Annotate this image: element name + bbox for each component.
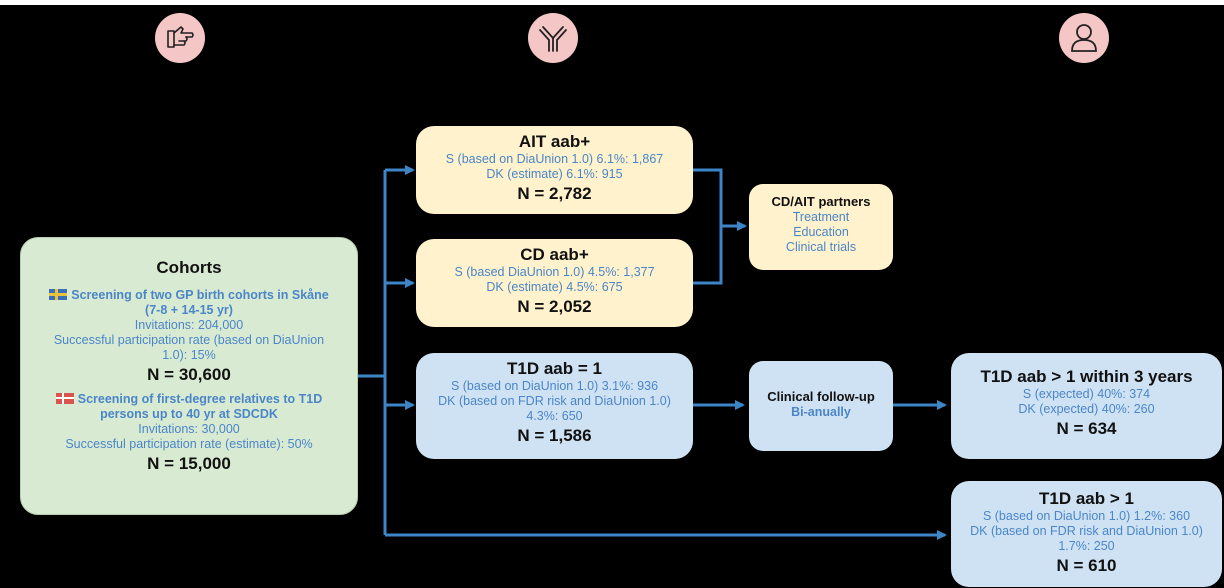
ait-s-line: S (based on DiaUnion 1.0) 6.1%: 1,867 xyxy=(445,152,664,167)
partners-item: Clinical trials xyxy=(785,239,857,254)
partners-box: CD/AIT partners Treatment Education Clin… xyxy=(749,184,893,270)
t1d-aab-eq1-box: T1D aab = 1 S (based on DiaUnion 1.0) 3.… xyxy=(416,353,693,459)
cohorts-title: Cohorts xyxy=(156,258,222,277)
ait-total: N = 2,782 xyxy=(517,184,592,204)
t1d-eq1-total: N = 1,586 xyxy=(517,426,592,446)
partners-title: CD/AIT partners xyxy=(771,194,871,209)
t1d-eq1-s-line: S (based on DiaUnion 1.0) 3.1%: 936 xyxy=(450,379,659,394)
t1d-within3-s-line: S (expected) 40%: 374 xyxy=(1022,387,1151,402)
cd-s-line: S (based DiaUnion 1.0) 4.5%: 1,377 xyxy=(454,265,655,280)
se-total: N = 30,600 xyxy=(147,365,231,385)
followup-frequency: Bi-anually xyxy=(791,404,851,419)
antibody-icon xyxy=(528,13,578,63)
cohorts-box: Cohorts Screening of two GP birth cohort… xyxy=(20,237,358,515)
ait-aab-box: AIT aab+ S (based on DiaUnion 1.0) 6.1%:… xyxy=(416,126,693,214)
t1d-gt1-box: T1D aab > 1 S (based on DiaUnion 1.0) 1.… xyxy=(951,481,1222,587)
t1d-eq1-title: T1D aab = 1 xyxy=(507,359,602,378)
cd-dk-line: DK (estimate) 4.5%: 675 xyxy=(486,280,623,295)
cd-total: N = 2,052 xyxy=(517,297,592,317)
t1d-gt1-total: N = 610 xyxy=(1056,556,1117,576)
se-screening-label: Screening of two GP birth cohorts in Skå… xyxy=(45,288,333,318)
denmark-flag-icon xyxy=(55,392,74,404)
t1d-within3-box: T1D aab > 1 within 3 years S (expected) … xyxy=(951,353,1222,459)
cd-title: CD aab+ xyxy=(520,245,589,264)
arrow-ait-right xyxy=(693,168,723,285)
se-invitations: Invitations: 204,000 xyxy=(134,318,244,333)
dk-invitations: Invitations: 30,000 xyxy=(138,421,240,436)
t1d-eq1-dk-line: DK (based on FDR risk and DiaUnion 1.0) … xyxy=(438,394,671,424)
followup-box: Clinical follow-up Bi-anually xyxy=(749,361,893,451)
t1d-gt1-title: T1D aab > 1 xyxy=(1039,489,1134,508)
dk-screening-label: Screening of first-degree relatives to T… xyxy=(39,392,339,422)
dk-total: N = 15,000 xyxy=(147,453,231,473)
t1d-within3-dk-line: DK (expected) 40%: 260 xyxy=(1018,402,1155,417)
sweden-flag-icon xyxy=(49,289,68,301)
followup-title: Clinical follow-up xyxy=(767,389,875,404)
person-icon xyxy=(1059,13,1109,63)
t1d-within3-title: T1D aab > 1 within 3 years xyxy=(980,367,1193,386)
dk-participation: Successful participation rate (estimate)… xyxy=(65,436,313,451)
cd-aab-box: CD aab+ S (based DiaUnion 1.0) 4.5%: 1,3… xyxy=(416,239,693,327)
ait-dk-line: DK (estimate) 6.1%: 915 xyxy=(486,167,623,182)
t1d-gt1-s-line: S (based on DiaUnion 1.0) 1.2%: 360 xyxy=(982,509,1191,524)
ait-title: AIT aab+ xyxy=(518,132,591,151)
se-participation: Successful participation rate (based on … xyxy=(53,333,325,363)
partners-item: Treatment xyxy=(792,209,850,224)
partners-item: Education xyxy=(793,224,849,239)
hand-pointing-icon xyxy=(155,13,205,63)
t1d-within3-total: N = 634 xyxy=(1056,419,1117,439)
t1d-gt1-dk-line: DK (based on FDR risk and DiaUnion 1.0) … xyxy=(970,524,1203,554)
